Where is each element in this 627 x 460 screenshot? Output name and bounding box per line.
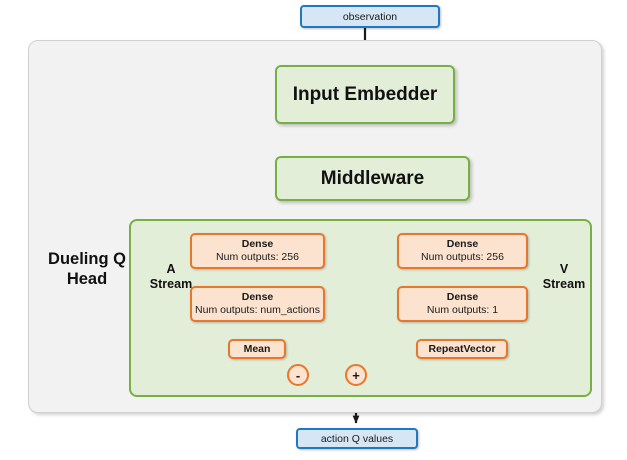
node-observation[interactable]: observation [300, 5, 440, 28]
node-action-q-values-label: action Q values [320, 432, 394, 445]
a-stream-label-line2: Stream [149, 277, 193, 291]
node-v-dense-1-detail: Num outputs: 256 [421, 251, 504, 263]
dueling-q-head-label: Dueling Q Head [32, 250, 142, 290]
node-action-q-values[interactable]: action Q values [296, 428, 418, 449]
node-v-dense-1-title: Dense [446, 238, 479, 250]
node-add-operator[interactable]: + [345, 364, 367, 386]
node-mean[interactable]: Mean [228, 339, 286, 359]
node-a-dense-1-detail: Num outputs: 256 [216, 251, 299, 263]
node-repeat-vector-label: RepeatVector [428, 342, 496, 355]
node-input-embedder[interactable]: Input Embedder [275, 65, 455, 124]
v-stream-label-line1: V [559, 262, 569, 276]
node-a-dense-1[interactable]: Dense Num outputs: 256 [190, 233, 325, 269]
subtract-operator-symbol: - [295, 367, 301, 383]
node-middleware-label: Middleware [320, 167, 425, 189]
node-a-dense-2[interactable]: Dense Num outputs: num_actions [190, 286, 325, 322]
node-v-dense-2-detail: Num outputs: 1 [426, 304, 499, 316]
a-stream-label: A Stream [140, 262, 202, 292]
node-a-dense-2-title: Dense [241, 291, 274, 303]
node-observation-label: observation [342, 10, 398, 23]
node-subtract-operator[interactable]: - [287, 364, 309, 386]
v-stream-label: V Stream [533, 262, 595, 292]
node-v-dense-2[interactable]: Dense Num outputs: 1 [397, 286, 528, 322]
node-v-dense-1[interactable]: Dense Num outputs: 256 [397, 233, 528, 269]
node-a-dense-1-title: Dense [241, 238, 274, 250]
node-repeat-vector[interactable]: RepeatVector [416, 339, 508, 359]
node-v-dense-2-title: Dense [446, 291, 479, 303]
a-stream-label-line1: A [166, 262, 176, 276]
node-a-dense-2-detail: Num outputs: num_actions [195, 304, 320, 316]
node-mean-label: Mean [243, 342, 271, 355]
dueling-q-head-label-text: Dueling Q Head [48, 250, 126, 288]
v-stream-label-line2: Stream [542, 277, 586, 291]
add-operator-symbol: + [352, 367, 360, 383]
node-input-embedder-label: Input Embedder [292, 83, 438, 105]
node-middleware[interactable]: Middleware [275, 156, 470, 201]
